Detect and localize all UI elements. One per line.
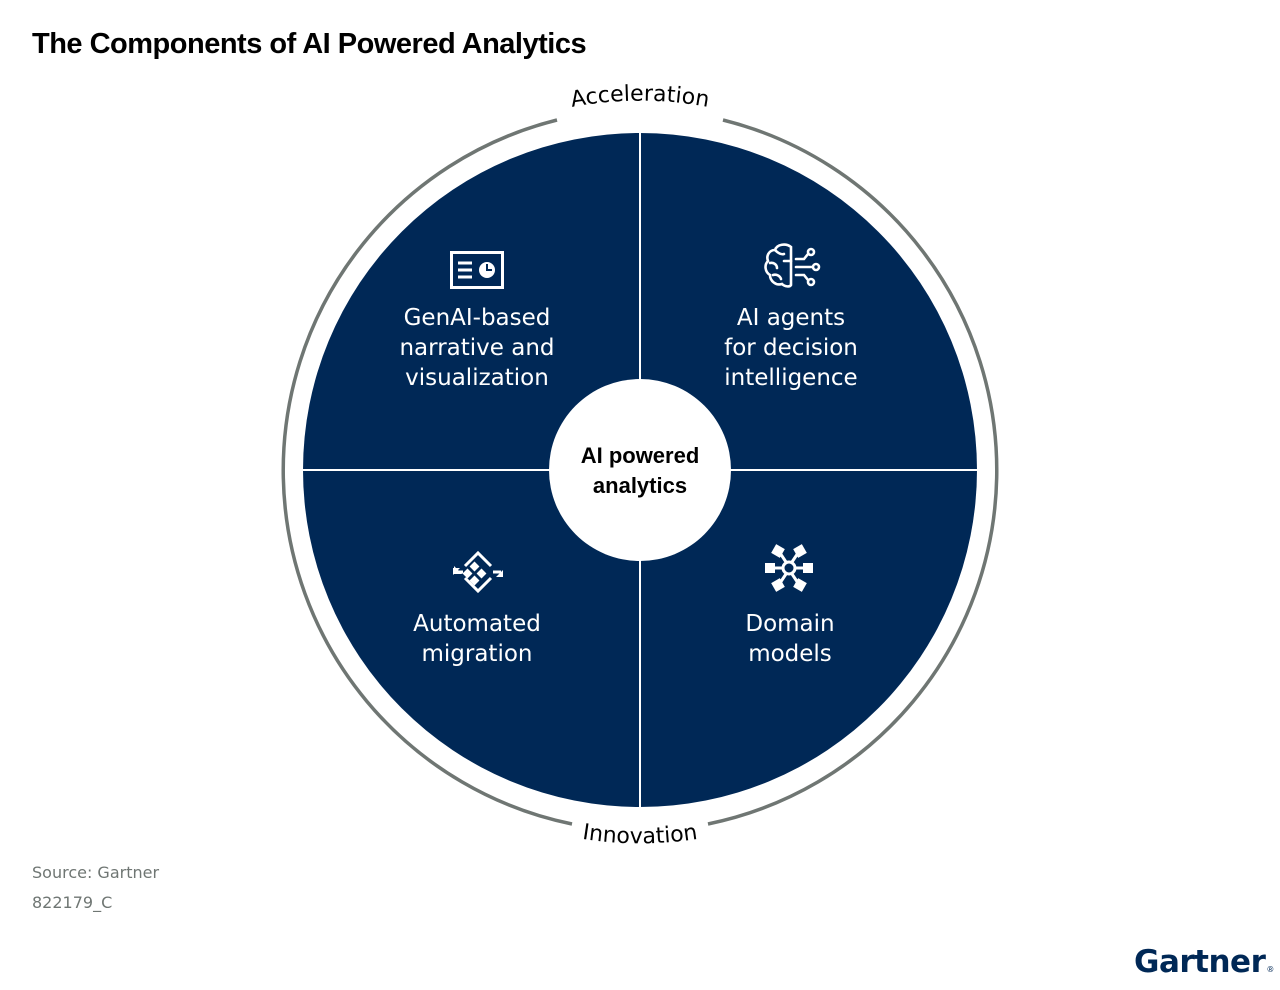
label-line: GenAI-based (403, 305, 551, 331)
quadrant-top-left-label: GenAI-based narrative and visualization (367, 303, 587, 393)
label-line: models (748, 641, 832, 667)
label-line: intelligence (724, 365, 858, 391)
page-title: The Components of AI Powered Analytics (32, 28, 587, 60)
label-line: migration (421, 641, 533, 667)
label-line: narrative and (399, 335, 555, 361)
center-circle (549, 379, 731, 561)
center-label-line1: AI powered (580, 443, 700, 468)
center-label-line2: analytics (592, 473, 688, 498)
source-note: Source: Gartner (32, 863, 160, 882)
registered-mark: ® (1266, 965, 1274, 974)
domain-network-icon (765, 544, 813, 592)
logo-text: Gartner (1134, 944, 1266, 980)
brain-circuit-icon (764, 243, 821, 288)
outer-ring-left (281, 118, 573, 826)
outer-ring-right (707, 118, 999, 826)
quadrant-bottom-right-label: Domain models (680, 609, 900, 669)
label-line: Automated (413, 611, 541, 637)
label-line: for decision (724, 335, 858, 361)
center-label: AI powered analytics (540, 441, 740, 501)
ring-label-top: Acceleration (569, 82, 711, 113)
migration-arrows-icon (453, 550, 503, 594)
document-id: 822179_C (32, 893, 113, 912)
label-line: visualization (405, 365, 549, 391)
label-line: AI agents (736, 305, 846, 331)
quadrant-bottom-left-label: Automated migration (367, 609, 587, 669)
quadrant-top-right-label: AI agents for decision intelligence (681, 303, 901, 393)
label-line: Domain (745, 611, 835, 637)
gartner-logo: Gartner® (1134, 944, 1274, 980)
ring-label-bottom: Innovation (581, 820, 699, 849)
report-chart-icon (450, 251, 504, 289)
